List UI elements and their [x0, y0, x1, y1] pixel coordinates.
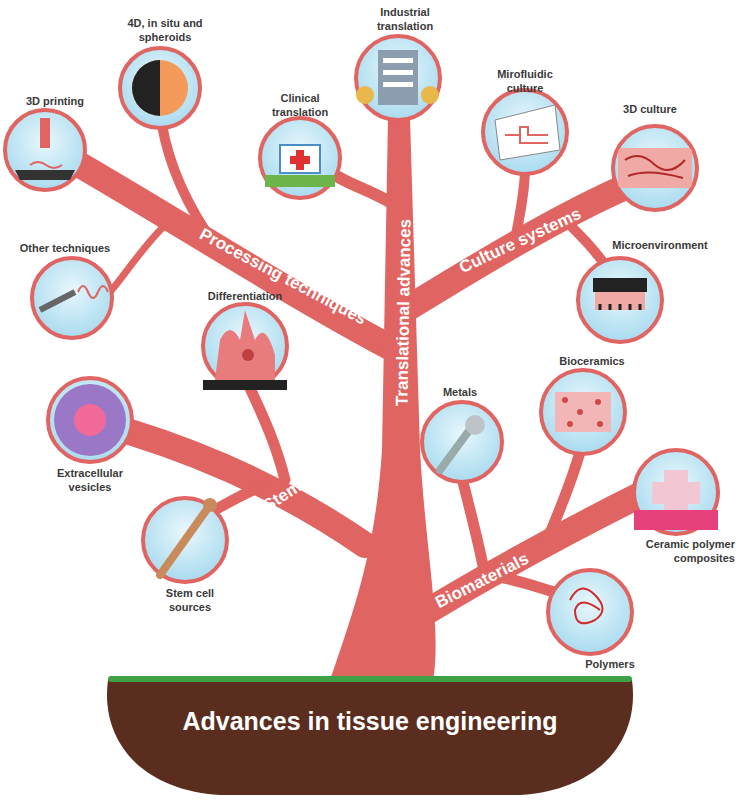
circle-caption: Mirofluidic culture: [480, 68, 570, 96]
printing-label: 3D printing: [10, 95, 100, 109]
spheroids-label: 4D, in situ and spheroids: [120, 17, 210, 45]
circle-caption: 3D culture: [605, 103, 695, 117]
circle-caption: Ceramic polymer composites: [645, 538, 735, 566]
circle-caption: 3D printing: [10, 95, 100, 109]
circle-caption: Industrial translation: [360, 6, 450, 34]
branch-label: Translational advances: [393, 218, 413, 405]
circle-caption: Bioceramics: [547, 355, 637, 369]
circle-caption: Microenvironment: [600, 239, 720, 253]
bioceramics-label: Bioceramics: [547, 355, 637, 369]
circle-caption: Differentiation: [195, 290, 295, 304]
microenvironment-label: Microenvironment: [600, 239, 720, 253]
polymers-label: Polymers: [570, 658, 650, 672]
circle-caption: Metals: [425, 386, 495, 400]
differentiation-label: Differentiation: [195, 290, 295, 304]
tree-title: Advances in tissue engineering: [140, 705, 600, 738]
soil-title: Advances in tissue engineering: [140, 705, 600, 738]
industrial-label: Industrial translation: [360, 6, 450, 34]
culture-label: 3D culture: [605, 103, 695, 117]
metals-label: Metals: [425, 386, 495, 400]
sources-label: Stem cell sources: [150, 587, 230, 615]
circle-caption: Extracellular vesicles: [45, 467, 135, 495]
circle-caption: 4D, in situ and spheroids: [120, 17, 210, 45]
techniques-label: Other techniques: [10, 242, 120, 256]
circle-caption: Other techniques: [10, 242, 120, 256]
clinical-label: Clinical translation: [260, 92, 340, 120]
vesicles-label: Extracellular vesicles: [45, 467, 135, 495]
circle-caption: Clinical translation: [260, 92, 340, 120]
circle-caption: Polymers: [570, 658, 650, 672]
composites-label: Ceramic polymer composites: [645, 538, 735, 566]
microfluidic-label: Mirofluidic culture: [480, 68, 570, 96]
circle-caption: Stem cell sources: [150, 587, 230, 615]
